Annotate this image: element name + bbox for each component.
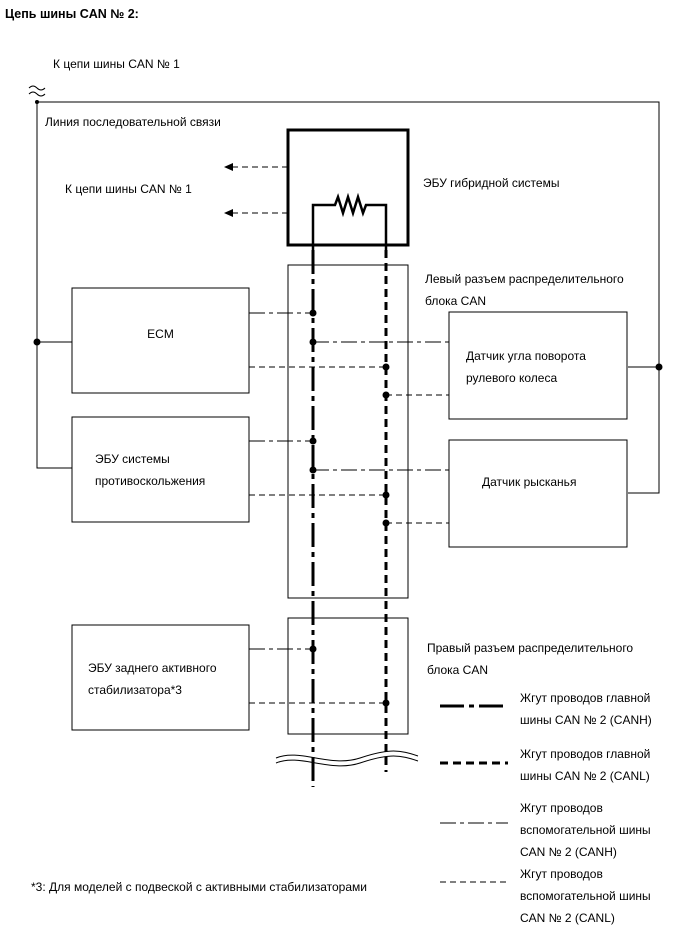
left-junction-label: Левый разъем распределительного блока CA… <box>425 272 624 308</box>
bus-cut-symbol <box>275 750 419 767</box>
arrows-to-can1 <box>224 163 288 217</box>
yaw-sensor-box <box>448 439 628 548</box>
sub-canh-wires <box>249 312 449 650</box>
serial-junction-right <box>655 363 663 371</box>
right-junction-label: Правый разъем распределительного блока C… <box>427 641 634 677</box>
rear-stabilizer-ecu-box <box>71 624 250 731</box>
hybrid-ecu-box <box>286 128 410 247</box>
left-can1-label: К цепи шины CAN № 1 <box>65 182 192 196</box>
ecm-box <box>71 287 250 394</box>
steering-sensor-box <box>448 311 628 420</box>
hybrid-ecu-label: ЭБУ гибридной системы <box>423 176 560 190</box>
ecm-label: ECM <box>147 327 174 341</box>
serial-line-label: Линия последовательной связи <box>45 115 221 129</box>
legend-samples <box>440 704 508 883</box>
legend-sub-canh-label: Жгут проводов вспомогательной шины CAN №… <box>520 801 651 859</box>
skid-control-ecu-box <box>71 416 250 523</box>
steering-sensor-label: Датчик угла поворота рулевого колеса <box>466 349 586 385</box>
rear-stabilizer-ecu-label: ЭБУ заднего активного стабилизатора*3 <box>88 661 217 697</box>
left-junction-connector-box <box>287 264 409 599</box>
terminating-resistor <box>311 192 388 250</box>
serial-junction-left-top <box>35 100 39 104</box>
skid-ecu-label: ЭБУ системы противоскольжения <box>95 452 206 488</box>
footnote: *3: Для моделей с подвеской с активными … <box>31 880 367 894</box>
bus-continuation-symbol <box>28 85 46 97</box>
top-can1-label: К цепи шины CAN № 1 <box>53 57 180 71</box>
serial-communication-line <box>36 101 660 494</box>
diagram-title: Цепь шины CAN № 2: <box>5 7 139 21</box>
right-junction-connector-box <box>287 617 409 735</box>
serial-junction-left <box>33 338 41 346</box>
legend-main-canh-label: Жгут проводов главной шины CAN № 2 (CANH… <box>520 691 652 727</box>
splice-points <box>309 309 390 707</box>
legend-sub-canl-label: Жгут проводов вспомогательной шины CAN №… <box>520 867 651 925</box>
yaw-sensor-label: Датчик рысканья <box>482 475 577 489</box>
sub-canl-wires <box>249 366 449 704</box>
legend-main-canl-label: Жгут проводов главной шины CAN № 2 (CANL… <box>520 747 651 783</box>
